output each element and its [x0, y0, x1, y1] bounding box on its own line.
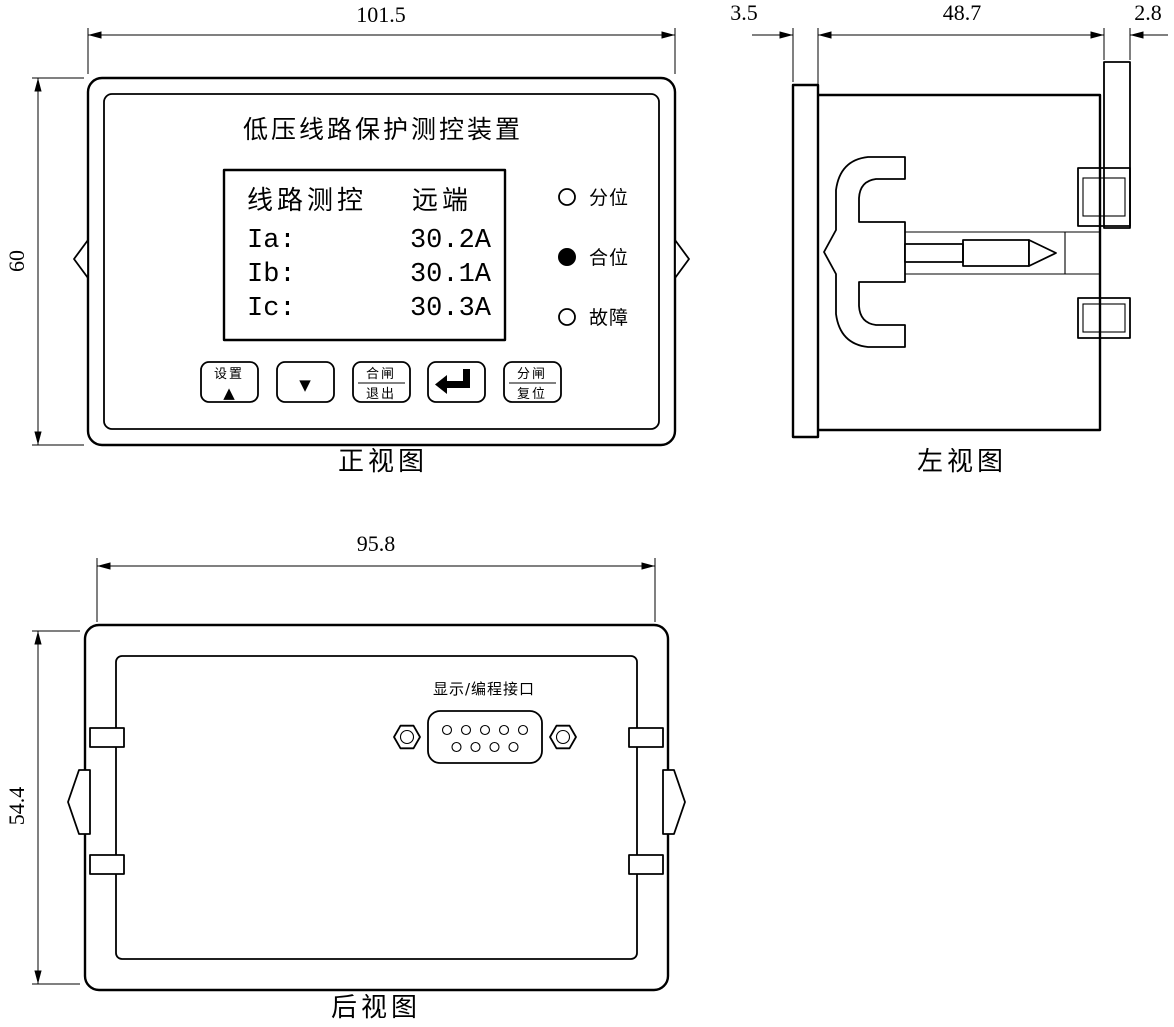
lcd-frame: [222, 168, 507, 342]
left-body-outline: [818, 93, 1102, 432]
flange-dim-label: 3.5: [730, 0, 758, 25]
rail-dim-label: 2.8: [1134, 0, 1162, 25]
led-closed-label: 合位: [589, 247, 629, 269]
lcd-row-ia-value: 30.2A: [410, 226, 492, 256]
mounting-clip-bracket: [823, 156, 906, 348]
led-closed-icon: [558, 248, 576, 266]
open-label: 分闸: [517, 367, 547, 382]
rear-width-dim-label: 95.8: [357, 531, 396, 556]
rear-inner-panel: [115, 655, 638, 960]
led-fault-icon: [558, 308, 576, 326]
lcd-row-ib-value: 30.1A: [410, 260, 492, 290]
rear-height-dim-label: 54.4: [4, 787, 29, 826]
lcd-row-ic-label: Ic:: [247, 294, 296, 324]
led-indicators: 分位 合位 故障: [558, 187, 629, 329]
lcd-row-ib-label: Ib:: [247, 260, 296, 290]
programming-port: 显示/编程接口: [393, 680, 577, 764]
front-inner-bezel: [103, 93, 660, 430]
rear-height-dimension: 54.4: [4, 630, 80, 985]
front-right-clip: [674, 239, 690, 279]
rear-right-clip: [628, 727, 686, 875]
rear-width-dimension: 95.8: [96, 531, 656, 622]
reset-label: 复位: [517, 387, 547, 402]
down-arrow-icon: ▼: [299, 376, 311, 394]
down-button: ▼: [276, 361, 335, 403]
front-height-dim-label: 60: [4, 250, 29, 272]
left-view-caption: 左视图: [917, 447, 1007, 477]
lcd-screen: 线路测控 远端 Ia: 30.2A Ib: 30.1A Ic: 30.3A: [222, 168, 507, 342]
rear-outer-shell: [83, 623, 670, 992]
rear-view-caption: 后视图: [331, 993, 421, 1023]
lcd-row-ic-value: 30.3A: [410, 294, 492, 324]
left-view: 3.5 48.7 2.8: [730, 0, 1168, 477]
close-label: 合闸: [366, 367, 396, 382]
top-terminal-block: [1077, 167, 1131, 227]
front-height-dimension: 60: [4, 77, 84, 446]
rear-left-clip: [67, 727, 125, 875]
lcd-header-left: 线路测控: [247, 186, 367, 216]
front-view-caption: 正视图: [338, 447, 428, 477]
front-left-clip: [73, 239, 89, 279]
db9-pins: [441, 724, 529, 753]
lcd-header-right: 远端: [412, 186, 472, 216]
enter-arrow-icon: [435, 369, 470, 394]
rear-rail-strip: [1103, 61, 1131, 229]
front-width-dim-label: 101.5: [356, 2, 406, 27]
front-width-dimension: 101.5: [87, 2, 676, 74]
left-view-dimensions: 3.5 48.7 2.8: [730, 0, 1168, 92]
rear-view: 95.8 54.4 显示/编程接口: [4, 531, 686, 1023]
enter-button: [427, 361, 486, 403]
bottom-terminal-block: [1077, 297, 1131, 339]
set-button-label: 设置: [214, 367, 244, 382]
up-arrow-icon: ▲: [223, 384, 235, 402]
db9-right-screw: [549, 724, 577, 750]
db9-left-screw: [393, 724, 421, 750]
open-reset-button: 分闸 复位: [503, 361, 562, 403]
lcd-row-ia-label: Ia:: [247, 226, 296, 256]
db9-shell: [427, 710, 543, 764]
set-up-button: 设置 ▲: [200, 361, 259, 403]
led-open-label: 分位: [589, 187, 629, 209]
port-label: 显示/编程接口: [433, 680, 535, 698]
depth-dim-label: 48.7: [943, 0, 982, 25]
left-flange-plate: [791, 83, 820, 439]
led-open-icon: [558, 188, 576, 206]
close-exit-button: 合闸 退出: [352, 361, 411, 403]
clamp-screw: [904, 239, 1057, 267]
exit-label: 退出: [366, 387, 396, 402]
screw-tip: [1028, 239, 1057, 267]
front-view: 101.5 60 低压线路保护测控装置 线路测控 远端 Ia: 30.2A Ib…: [4, 2, 690, 477]
led-fault-label: 故障: [589, 307, 629, 329]
button-row: 设置 ▲ ▼ 合闸 退出: [200, 361, 562, 403]
device-title: 低压线路保护测控装置: [243, 115, 523, 144]
